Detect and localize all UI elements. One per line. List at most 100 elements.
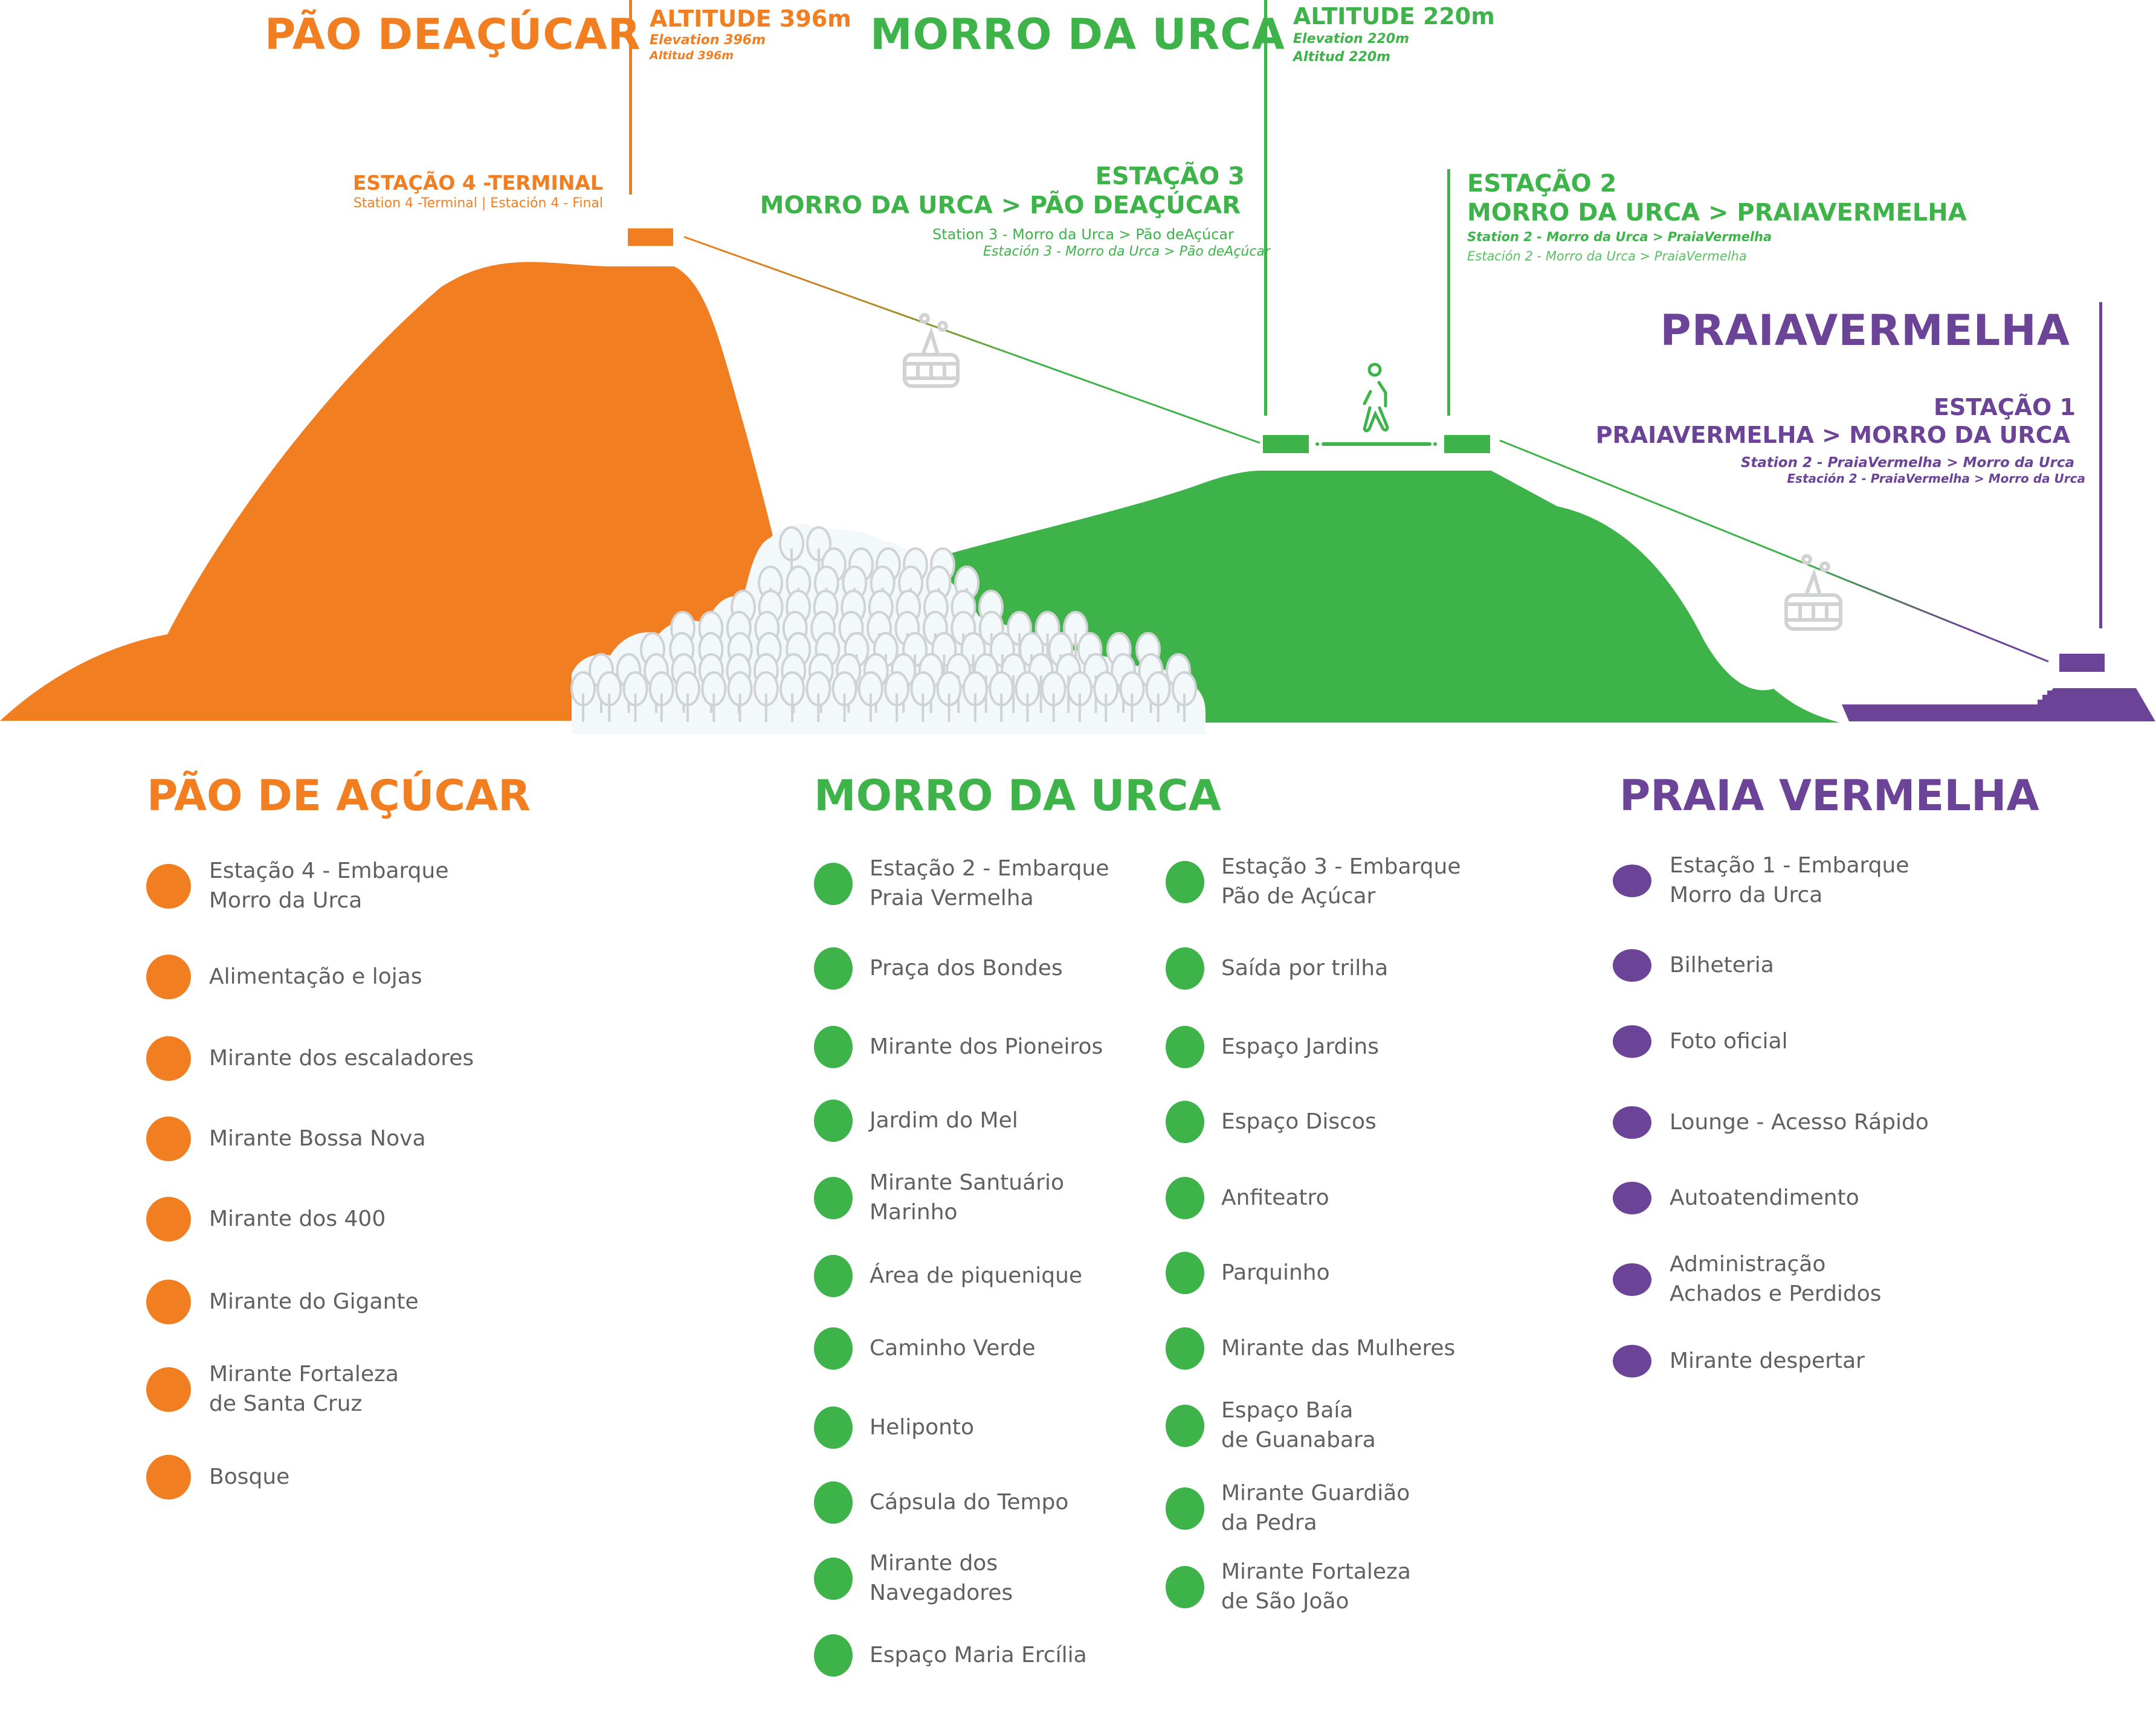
legend-item[interactable]: Área de piquenique (814, 1254, 1082, 1298)
legend-item[interactable]: Espaço Jardins (1166, 1025, 1379, 1069)
tree-icon (884, 671, 910, 722)
legend-item[interactable]: Caminho Verde (814, 1326, 1036, 1371)
tree-icon (1041, 671, 1067, 722)
tree-icon (648, 671, 674, 722)
legend-item-label: Saída por trilha (1221, 955, 1389, 981)
legend-item[interactable]: Mirante dos 400 (146, 1197, 386, 1242)
legend-item[interactable]: Cápsula do Tempo (814, 1480, 1068, 1525)
legend-item[interactable]: Mirante dos Pioneiros (814, 1025, 1103, 1069)
legend-item-label: Espaço Jardins (1221, 1034, 1379, 1059)
legend-item[interactable]: Foto oficial (1613, 1019, 1788, 1064)
legend-item[interactable]: Mirante Guardião da Pedra (1166, 1481, 1410, 1535)
legend-item[interactable]: Espaço Maria Ercília (814, 1633, 1087, 1678)
legend-dot-icon (814, 1558, 853, 1600)
urca-elevation: Elevation 220m (1293, 31, 1410, 47)
tree-icon (962, 671, 988, 722)
legend-item-label: Bilheteria (1670, 952, 1774, 978)
legend-dot-icon (814, 1026, 853, 1068)
legend-item[interactable]: Estação 3 - Embarque Pão de Açúcar (1166, 854, 1461, 909)
legend-item[interactable]: Espaço Discos (1166, 1100, 1377, 1144)
station-3-en: Station 3 - Morro da Urca > Pão deAçúcar (932, 226, 1234, 243)
station-3-title: ESTAÇÃO 3 (1095, 163, 1245, 190)
legend-dot-icon (146, 1116, 191, 1161)
legend-item[interactable]: Praça dos Bondes (814, 946, 1063, 991)
legend-item[interactable]: Jardim do Mel (814, 1098, 1018, 1143)
legend-item[interactable]: Administração Achados e Perdidos (1613, 1252, 1882, 1306)
legend-item-label: Administração Achados e Perdidos (1670, 1252, 1882, 1306)
legend-item-label: Autoatendimento (1670, 1185, 1859, 1210)
legend-item[interactable]: Anfiteatro (1166, 1176, 1329, 1220)
walking-person-icon (1363, 362, 1389, 433)
legend-title-urca: MORRO DA URCA (814, 771, 1221, 820)
legend-item-label: Mirante Bossa Nova (209, 1126, 426, 1151)
legend-item[interactable]: Mirante das Mulheres (1166, 1326, 1455, 1371)
walkway-dot (1315, 442, 1319, 446)
station-4-marker[interactable] (628, 228, 673, 246)
station-3-marker[interactable] (1263, 435, 1309, 453)
station-2-marker[interactable] (1444, 435, 1490, 453)
legend-item[interactable]: Mirante Fortaleza de São João (1166, 1559, 1411, 1614)
legend-item[interactable]: Bilheteria (1613, 943, 1774, 988)
legend-dot-icon (814, 1481, 853, 1524)
station-1-title: ESTAÇÃO 1 (1934, 394, 2076, 420)
legend-item[interactable]: Estação 1 - Embarque Morro da Urca (1613, 853, 1909, 907)
station-2-route: MORRO DA URCA > PRAIAVERMELHA (1467, 199, 1967, 227)
legend-item-label: Estação 1 - Embarque Morro da Urca (1670, 853, 1909, 907)
legend-item[interactable]: Saída por trilha (1166, 946, 1388, 991)
legend-item-label: Estação 4 - Embarque Morro da Urca (209, 859, 449, 913)
legend-dot-icon (1166, 1101, 1204, 1143)
legend-item-label: Espaço Maria Ercília (870, 1642, 1087, 1668)
legend-item[interactable]: Parquinho (1166, 1251, 1330, 1295)
station-1-marker[interactable] (2059, 654, 2105, 672)
legend-item-label: Alimentação e lojas (209, 964, 422, 989)
tree-icon (570, 671, 596, 722)
legend-item[interactable]: Mirante do Gigante (146, 1280, 419, 1324)
legend-item-label: Praça dos Bondes (870, 955, 1063, 981)
legend-item[interactable]: Mirante dos escaladores (146, 1036, 474, 1081)
legend-dot-icon (1166, 1487, 1204, 1530)
legend-dot-icon (1166, 1026, 1204, 1068)
legend-dot-icon (1613, 949, 1651, 982)
legend-item[interactable]: Mirante Santuário Marinho (814, 1170, 1064, 1225)
legend-item[interactable]: Heliponto (814, 1405, 974, 1450)
legend-item[interactable]: Mirante despertar (1613, 1339, 1865, 1384)
tree-icon (779, 671, 805, 722)
legend-dot-icon (146, 1367, 191, 1412)
legend-dot-icon (1166, 1566, 1204, 1608)
tree-icon (1015, 671, 1041, 722)
legend-item[interactable]: Lounge - Acesso Rápido (1613, 1100, 1929, 1145)
legend-item[interactable]: Autoatendimento (1613, 1176, 1859, 1220)
legend-item[interactable]: Estação 2 - Embarque Praia Vermelha (814, 856, 1109, 910)
legend-item-label: Foto oficial (1670, 1028, 1788, 1054)
urca-altitude-line (1264, 0, 1267, 416)
tree-icon (753, 671, 779, 722)
tree-icon (701, 671, 727, 722)
tree-icon (622, 671, 648, 722)
legend-item[interactable]: Estação 4 - Embarque Morro da Urca (146, 859, 449, 913)
legend-item-label: Mirante Santuário Marinho (870, 1170, 1064, 1225)
tree-icon (805, 671, 831, 722)
urca-station2-line (1447, 169, 1450, 416)
tree-icon (1093, 671, 1119, 722)
legend-dot-icon (1613, 1182, 1651, 1214)
tree-icon (675, 671, 701, 722)
tree-icon (727, 671, 753, 722)
legend-item-label: Mirante dos Pioneiros (870, 1034, 1103, 1059)
legend-item-label: Espaço Discos (1221, 1109, 1377, 1134)
pao-altitud: Altitud 396m (650, 49, 734, 62)
legend-item[interactable]: Mirante Bossa Nova (146, 1116, 426, 1161)
legend-item-label: Mirante dos 400 (209, 1206, 386, 1231)
legend-item[interactable]: Espaço Baía de Guanabara (1166, 1398, 1376, 1452)
legend-dot-icon (814, 1406, 853, 1449)
tree-icon (1067, 671, 1093, 722)
legend-dot-icon (814, 863, 853, 905)
legend-item[interactable]: Mirante dos Navegadores (814, 1551, 1013, 1605)
legend-dot-icon (1166, 1405, 1204, 1447)
station-2-title: ESTAÇÃO 2 (1467, 170, 1617, 198)
tree-icon (1145, 671, 1171, 722)
legend-item[interactable]: Alimentação e lojas (146, 955, 422, 999)
legend-item[interactable]: Mirante Fortaleza de Santa Cruz (146, 1362, 399, 1416)
legend-item[interactable]: Bosque (146, 1455, 289, 1500)
urca-altitude: ALTITUDE 220m (1293, 3, 1495, 30)
legend-item-label: Mirante dos Navegadores (870, 1551, 1013, 1605)
